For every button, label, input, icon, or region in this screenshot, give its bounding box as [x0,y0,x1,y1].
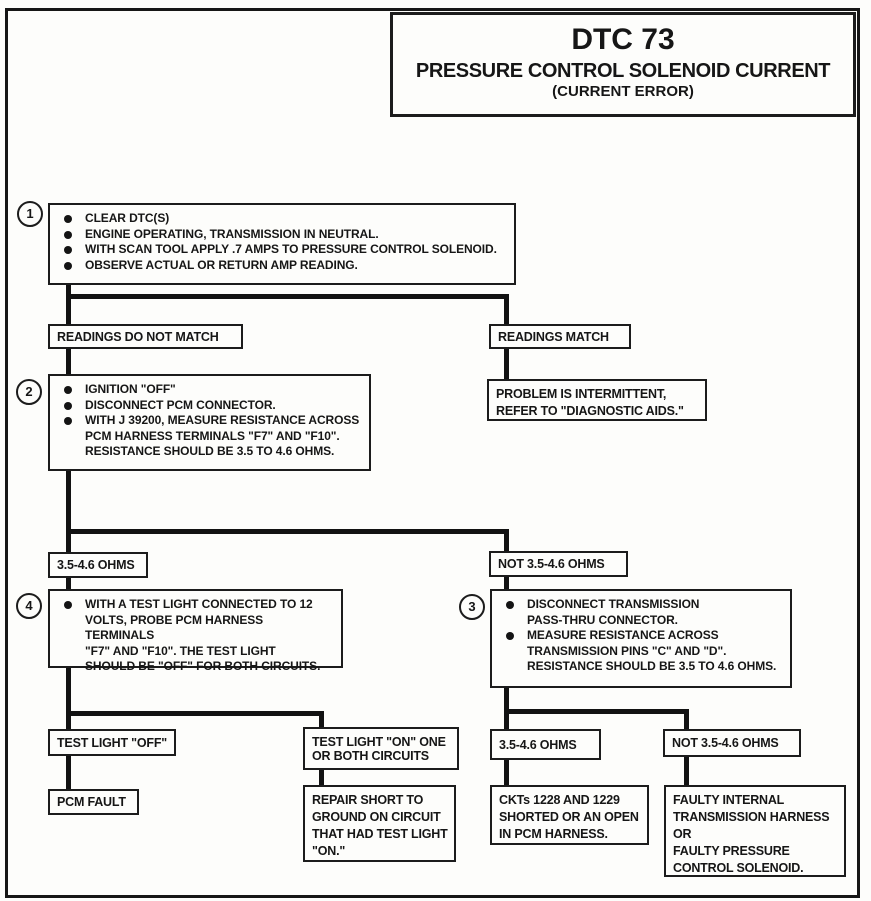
page-title: DTC 73 [571,23,675,56]
bullet-text: OBSERVE ACTUAL OR RETURN AMP READING. [85,257,358,272]
text-line: THAT HAD TEST LIGHT [312,827,448,841]
connector [504,294,509,326]
connector [504,575,509,591]
result-repair-short-box: REPAIR SHORT TO GROUND ON CIRCUIT THAT HAD… [303,785,456,862]
bullet-icon [64,386,72,394]
bullet-icon [64,261,72,270]
title-box: DTC 73 PRESSURE CONTROL SOLENOID CURRENT… [390,12,856,117]
text-line: OR [673,827,692,841]
bullet-item: OBSERVE ACTUAL OR RETURN AMP READING. [52,258,508,274]
result-intermittent-box: PROBLEM IS INTERMITTENT, REFER TO "DIAGNO… [487,379,707,421]
bullet-icon [64,417,72,426]
label-test-light-off: TEST LIGHT "OFF" [48,729,176,756]
bullet-item: IGNITION "OFF" [52,382,363,398]
text-line: CONTROL SOLENOID. [673,861,804,875]
connector [319,711,324,729]
text-line: FAULTY PRESSURE [673,844,790,858]
step-3-number: 3 [459,594,485,620]
label-ohms-not-1: NOT 3.5-4.6 OHMS [489,551,628,577]
text-line: "ON." [312,844,346,858]
result-faulty-box: FAULTY INTERNAL TRANSMISSION HARNESS OR FAU… [664,785,846,877]
connector [66,283,71,326]
bullet-icon [64,246,72,255]
text-line: GROUND ON CIRCUIT [312,810,441,824]
connector [66,529,509,534]
step-1-box: CLEAR DTC(S)ENGINE OPERATING, TRANSMISSI… [48,203,516,285]
result-pcm-fault-box: PCM FAULT [48,789,139,815]
step-1-number: 1 [17,201,43,227]
bullet-item: CLEAR DTC(S) [52,211,508,227]
bullet-text: DISCONNECT PCM CONNECTOR. [85,397,276,412]
text-line: IN PCM HARNESS. [499,827,608,841]
bullet-item: ENGINE OPERATING, TRANSMISSION IN NEUTRA… [52,227,508,243]
label-readings-do-not-match: READINGS DO NOT MATCH [48,324,243,349]
bullet-icon [64,401,72,410]
bullet-text: WITH SCAN TOOL APPLY .7 AMPS TO PRESSURE… [85,242,497,257]
label-readings-match: READINGS MATCH [489,324,631,349]
step-2-number: 2 [16,379,42,405]
connector [684,755,689,787]
bullet-text: CLEAR DTC(S) [85,211,170,225]
connector [66,666,71,729]
label-ohms-ok-2: 3.5-4.6 OHMS [490,729,601,760]
connector [66,754,71,791]
bullet-item: DISCONNECT PCM CONNECTOR. [52,398,363,414]
page-subtitle-2: (CURRENT ERROR) [552,83,694,100]
connector [504,686,509,731]
connector [66,469,71,554]
label-ohms-ok-1: 3.5-4.6 OHMS [48,552,148,578]
label-ohms-not-2: NOT 3.5-4.6 OHMS [663,729,801,757]
bullet-icon [506,632,514,641]
text-line: FAULTY INTERNAL [673,793,785,807]
connector [504,758,509,787]
connector [504,347,509,381]
text-line: TEST LIGHT "ON" ONE [312,734,446,749]
connector [66,711,324,716]
text-line: REFER TO "DIAGNOSTIC AIDS." [496,404,684,418]
text-line: PROBLEM IS INTERMITTENT, [496,387,667,401]
bullet-text: IGNITION "OFF" [85,382,176,396]
text-line: REPAIR SHORT TO [312,793,424,807]
connector [66,576,71,591]
text-line: TRANSMISSION HARNESS [673,810,830,824]
text-line: CKTs 1228 AND 1229 [499,793,620,807]
connector [504,709,689,714]
text-line: SHORTED OR AN OPEN [499,810,639,824]
connector [504,529,509,553]
connector [319,768,324,787]
page-subtitle: PRESSURE CONTROL SOLENOID CURRENT [415,60,831,82]
bullet-icon [64,230,72,239]
bullet-item: WITH SCAN TOOL APPLY .7 AMPS TO PRESSURE… [52,242,508,258]
bullet-icon [64,601,72,609]
connector [684,709,689,731]
bullet-text: ENGINE OPERATING, TRANSMISSION IN NEUTRA… [85,226,379,241]
step-2-box: IGNITION "OFF"DISCONNECT PCM CONNECTOR.W… [48,374,371,471]
step-4-number: 4 [16,593,42,619]
connector [66,347,71,376]
bullet-icon [64,215,72,223]
text-line: OR BOTH CIRCUITS [312,748,429,763]
connector [66,294,509,299]
bullet-icon [506,601,514,609]
